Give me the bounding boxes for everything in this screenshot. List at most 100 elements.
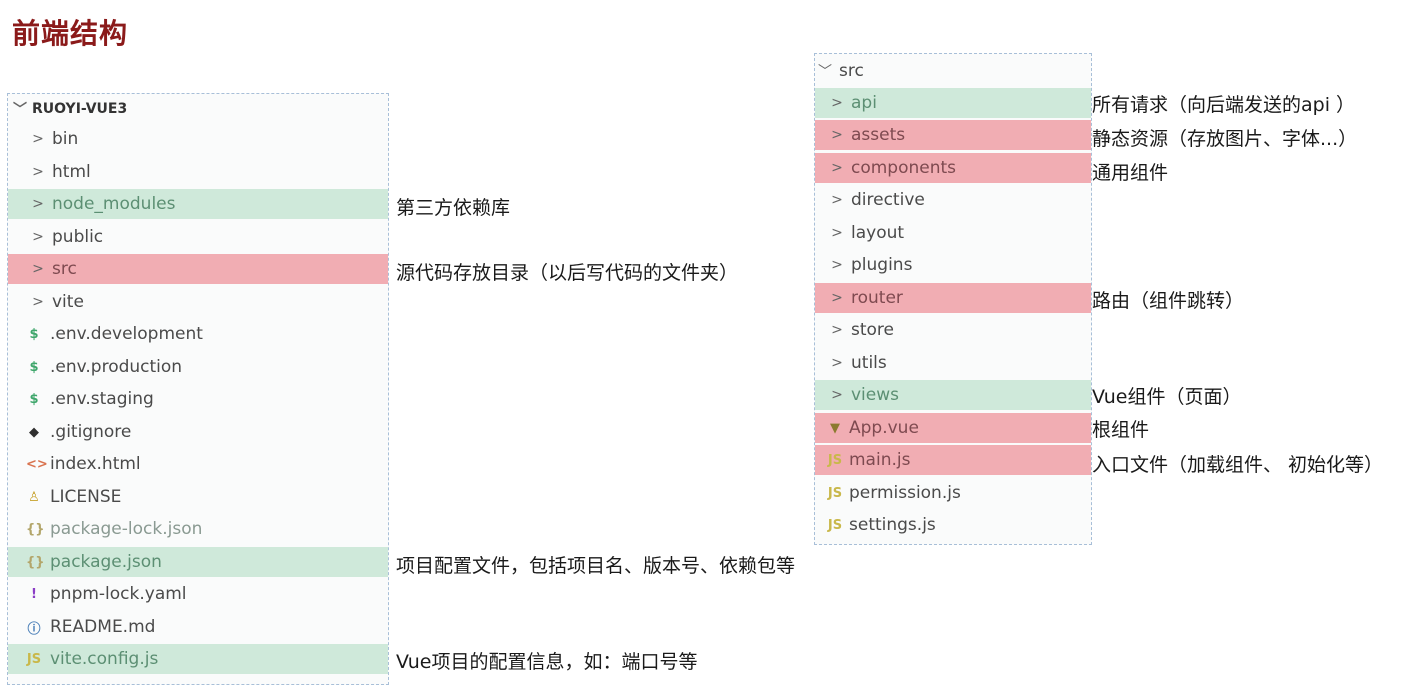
tree-item-label: App.vue <box>849 418 919 438</box>
tree-item-views[interactable]: > views <box>815 380 1091 410</box>
tree-item-label: package-lock.json <box>50 519 203 539</box>
js-icon: JS <box>827 485 843 501</box>
chevron-down-icon: ﹀ <box>13 102 27 118</box>
tree-item-public[interactable]: > public <box>8 222 388 252</box>
tree-item-bin[interactable]: > bin <box>8 124 388 154</box>
chevron-right-icon: > <box>831 290 843 306</box>
chevron-right-icon: > <box>831 225 843 241</box>
tree-item-node-modules[interactable]: > node_modules <box>8 189 388 219</box>
dollar-icon: $ <box>29 326 39 342</box>
tree-item-main-js[interactable]: JS main.js <box>815 445 1091 475</box>
chevron-right-icon: > <box>32 196 44 212</box>
tree-item-label: node_modules <box>52 194 176 214</box>
tree-item-index-html[interactable]: <> index.html <box>8 449 388 479</box>
tree-item-label: vite.config.js <box>50 649 159 669</box>
chevron-right-icon: > <box>831 192 843 208</box>
chevron-right-icon: > <box>32 164 44 180</box>
tree-item-src[interactable]: > src <box>8 254 388 284</box>
explorer-panel-root: ﹀ RUOYI-VUE3 > bin > html > node_modules… <box>7 93 389 685</box>
annotation-src: 源代码存放目录（以后写代码的文件夹） <box>396 262 739 284</box>
tree-item-label: utils <box>851 353 887 373</box>
tree-item-label: plugins <box>851 255 913 275</box>
tree-item-label: bin <box>52 129 79 149</box>
tree-item-label: public <box>52 227 104 247</box>
chevron-right-icon: > <box>32 229 44 245</box>
tree-item-utils[interactable]: > utils <box>815 348 1091 378</box>
vue-icon: ▼ <box>830 420 840 436</box>
tree-item-gitignore[interactable]: ◆ .gitignore <box>8 417 388 447</box>
tree-item-label: src <box>52 259 77 279</box>
dollar-icon: $ <box>29 359 39 375</box>
tree-item-label: store <box>851 320 894 340</box>
dollar-icon: $ <box>29 391 39 407</box>
tree-item-vite[interactable]: > vite <box>8 287 388 317</box>
tree-item-label: settings.js <box>849 515 936 535</box>
tree-item-label: permission.js <box>849 483 961 503</box>
license-icon: ♙ <box>28 489 40 505</box>
annotation-vite-config: Vue项目的配置信息，如：端口号等 <box>396 651 698 673</box>
js-icon: JS <box>827 452 843 468</box>
tree-item-api[interactable]: > api <box>815 88 1091 118</box>
tree-item-html[interactable]: > html <box>8 157 388 187</box>
tree-item-label: main.js <box>849 450 911 470</box>
chevron-right-icon: > <box>32 131 44 147</box>
tree-item-layout[interactable]: > layout <box>815 218 1091 248</box>
tree-item-label: router <box>851 288 903 308</box>
tree-root-label: src <box>839 61 864 81</box>
chevron-right-icon: > <box>831 127 843 143</box>
tree-item-label: .env.staging <box>50 389 154 409</box>
tree-item-label: html <box>52 162 91 182</box>
tree-item-router[interactable]: > router <box>815 283 1091 313</box>
tree-item-readme-md[interactable]: ⓘ README.md <box>8 612 388 642</box>
chevron-down-icon: ﹀ <box>818 64 832 80</box>
annotation-app-vue: 根组件 <box>1092 419 1150 441</box>
tree-item-label: index.html <box>50 454 141 474</box>
chevron-right-icon: > <box>831 160 843 176</box>
tree-item-label: assets <box>851 125 906 145</box>
chevron-right-icon: > <box>32 261 44 277</box>
tree-item-label: README.md <box>50 617 156 637</box>
chevron-right-icon: > <box>831 355 843 371</box>
chevron-right-icon: > <box>831 257 843 273</box>
tree-item-store[interactable]: > store <box>815 315 1091 345</box>
json-braces-icon: {} <box>26 521 45 537</box>
tree-item-label: .env.development <box>50 324 203 344</box>
tree-item-env-staging[interactable]: $ .env.staging <box>8 384 388 414</box>
tree-item-app-vue[interactable]: ▼ App.vue <box>815 413 1091 443</box>
chevron-right-icon: > <box>831 387 843 403</box>
tree-item-package-json[interactable]: {} package.json <box>8 547 388 577</box>
annotation-assets: 静态资源（存放图片、字体...） <box>1092 128 1358 150</box>
tree-item-vite-config-js[interactable]: JS vite.config.js <box>8 644 388 674</box>
tree-item-directive[interactable]: > directive <box>815 185 1091 215</box>
tree-item-pnpm-lock-yaml[interactable]: ! pnpm-lock.yaml <box>8 579 388 609</box>
tree-item-label: views <box>851 385 900 405</box>
tree-root-ruoyi-vue3[interactable]: ﹀ RUOYI-VUE3 <box>8 94 388 124</box>
tree-item-label: .gitignore <box>50 422 132 442</box>
tree-item-assets[interactable]: > assets <box>815 120 1091 150</box>
annotation-views: Vue组件（页面） <box>1092 386 1242 408</box>
tree-item-permission-js[interactable]: JS permission.js <box>815 478 1091 508</box>
json-braces-icon: {} <box>26 554 45 570</box>
tree-item-label: directive <box>851 190 925 210</box>
js-icon: JS <box>26 651 42 667</box>
explorer-panel-src: ﹀ src > api > assets > components > dire… <box>814 53 1092 545</box>
tree-item-plugins[interactable]: > plugins <box>815 250 1091 280</box>
tree-item-components[interactable]: > components <box>815 153 1091 183</box>
tree-item-env-production[interactable]: $ .env.production <box>8 352 388 382</box>
tree-item-label: api <box>851 93 877 113</box>
tree-item-label: LICENSE <box>50 487 122 507</box>
tree-item-label: layout <box>851 223 905 243</box>
tree-item-package-lock-json[interactable]: {} package-lock.json <box>8 514 388 544</box>
chevron-right-icon: > <box>831 322 843 338</box>
tree-item-env-development[interactable]: $ .env.development <box>8 319 388 349</box>
js-icon: JS <box>827 517 843 533</box>
tree-root-src[interactable]: ﹀ src <box>815 56 1091 86</box>
git-icon: ◆ <box>29 424 39 440</box>
annotation-node-modules: 第三方依赖库 <box>396 197 511 219</box>
tree-item-license[interactable]: ♙ LICENSE <box>8 482 388 512</box>
page-title: 前端结构 <box>12 17 129 50</box>
annotation-main-js: 入口文件（加载组件、 初始化等） <box>1092 454 1384 476</box>
tree-item-settings-js[interactable]: JS settings.js <box>815 510 1091 540</box>
tree-item-label: components <box>851 158 957 178</box>
html-icon: <> <box>26 456 48 472</box>
